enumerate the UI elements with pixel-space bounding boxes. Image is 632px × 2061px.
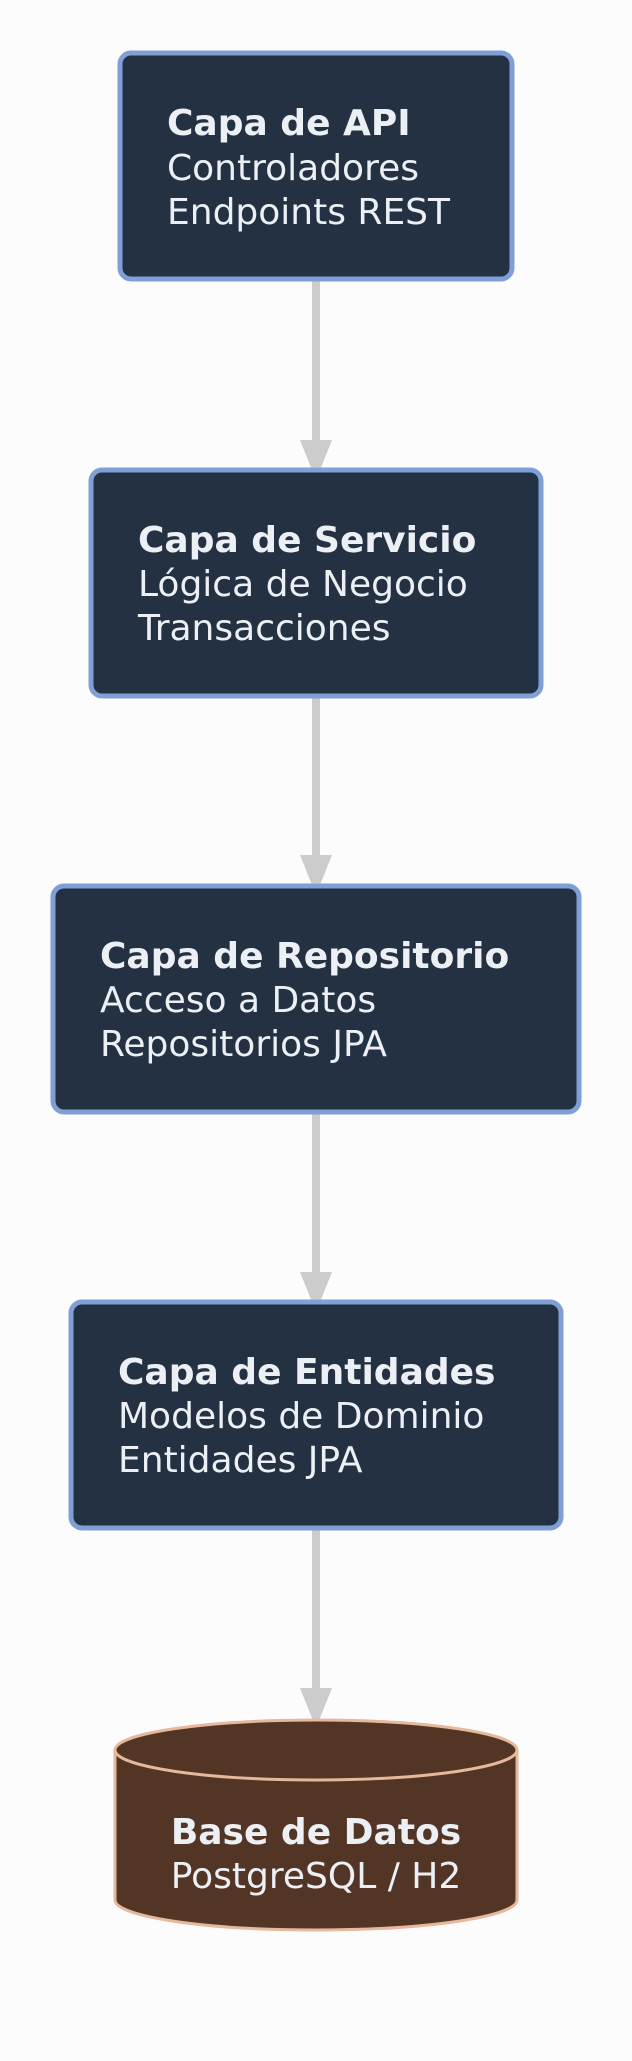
database-cylinder-top xyxy=(113,1718,519,1782)
node-repository-layer-box xyxy=(50,883,582,1115)
node-database: Base de Datos PostgreSQL / H2 xyxy=(113,1718,519,1932)
node-api-layer-box xyxy=(117,50,515,282)
node-entities-layer: Capa de Entidades Modelos de Dominio Ent… xyxy=(68,1299,564,1531)
node-api-layer-title: Capa de API xyxy=(167,103,411,144)
arrow-repository-to-entities xyxy=(300,1112,332,1312)
node-api-layer: Capa de API Controladores Endpoints REST xyxy=(117,50,515,282)
node-repository-layer-title: Capa de Repositorio xyxy=(100,936,509,977)
database-cylinder-body xyxy=(113,1750,519,1932)
node-service-layer: Capa de Servicio Lógica de Negocio Trans… xyxy=(88,467,544,699)
database-line: PostgreSQL / H2 xyxy=(171,1856,462,1897)
node-entities-layer-line-2: Entidades JPA xyxy=(118,1440,363,1481)
arrow-api-to-service xyxy=(300,280,332,480)
node-entities-layer-line-1: Modelos de Dominio xyxy=(118,1396,484,1437)
arrow-entities-to-database xyxy=(300,1528,332,1728)
node-service-layer-box xyxy=(88,467,544,699)
node-service-layer-line-2: Transacciones xyxy=(137,608,391,649)
connectors xyxy=(300,280,332,1728)
node-api-layer-line-1: Controladores xyxy=(167,148,419,189)
node-service-layer-line-1: Lógica de Negocio xyxy=(138,564,468,605)
node-repository-layer-line-1: Acceso a Datos xyxy=(100,980,376,1021)
node-repository-layer: Capa de Repositorio Acceso a Datos Repos… xyxy=(50,883,582,1115)
node-repository-layer-line-2: Repositorios JPA xyxy=(100,1024,387,1065)
node-entities-layer-box xyxy=(68,1299,564,1531)
node-api-layer-line-2: Endpoints REST xyxy=(167,192,451,233)
arrow-service-to-repository xyxy=(300,695,332,895)
database-title: Base de Datos xyxy=(171,1812,461,1853)
node-service-layer-title: Capa de Servicio xyxy=(138,520,476,561)
node-entities-layer-title: Capa de Entidades xyxy=(118,1352,495,1393)
